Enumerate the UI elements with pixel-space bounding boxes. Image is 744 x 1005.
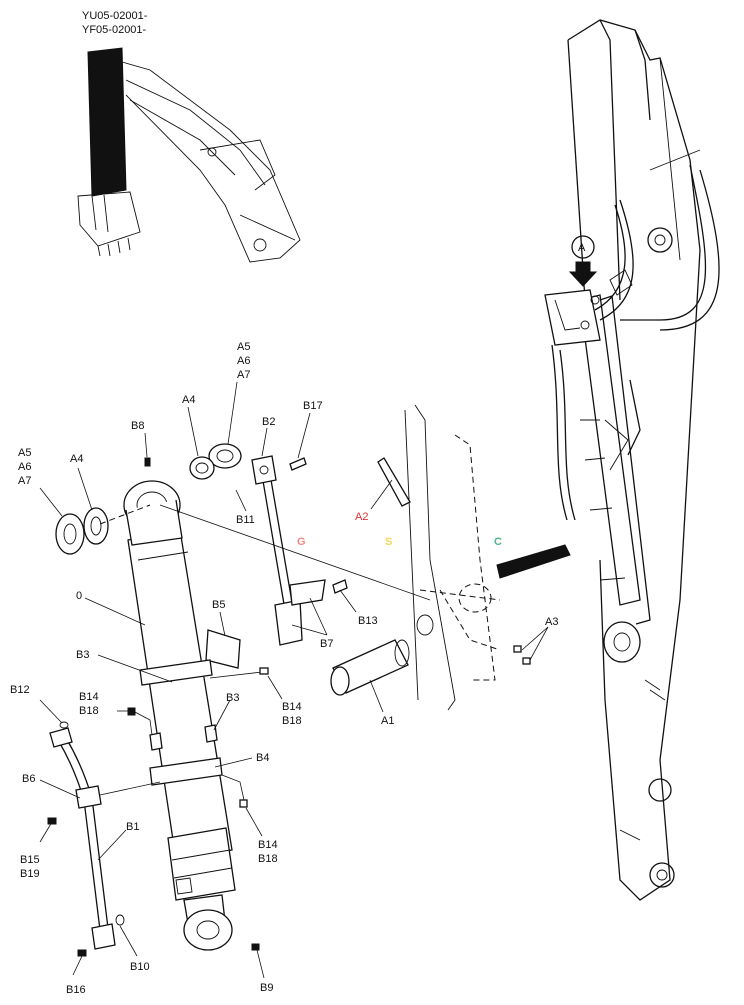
label-b14-a: B14 (79, 691, 99, 703)
hose-b2 (251, 455, 326, 646)
view-a-marker: A (568, 235, 598, 287)
excavator-thumbnail (77, 47, 301, 263)
bracket-b5 (205, 629, 241, 669)
label-b3-left: B3 (76, 649, 89, 661)
washers-left (55, 504, 151, 555)
hose-b1 (47, 721, 260, 957)
label-a2: A2 (355, 511, 368, 523)
label-b5: B5 (212, 599, 225, 611)
bolt-a3-2 (522, 657, 531, 665)
label-b11: B11 (236, 514, 255, 526)
bolt-b8 (144, 457, 151, 467)
label-b13: B13 (358, 615, 378, 627)
label-b4: B4 (256, 752, 269, 764)
bracket-dashed (404, 404, 501, 711)
label-b18-a: B18 (79, 705, 99, 717)
label-b12: B12 (10, 684, 30, 696)
label-b2: B2 (262, 416, 275, 428)
label-b18-c: B18 (258, 853, 278, 865)
label-b7: B7 (320, 638, 333, 650)
label-a7-top: A7 (237, 369, 250, 381)
label-a6-left: A6 (18, 461, 31, 473)
label-b1: B1 (126, 821, 139, 833)
label-a6-top: A6 (237, 355, 250, 367)
view-a-arrow-icon (568, 261, 598, 287)
label-a7-left: A7 (18, 475, 31, 487)
watermark-letter-2: G (297, 536, 306, 548)
label-b6: B6 (22, 773, 35, 785)
label-a3: A3 (545, 616, 558, 628)
arm-cylinder (123, 480, 236, 951)
label-0: 0 (76, 590, 82, 602)
label-a4-top: A4 (182, 394, 195, 406)
arm-outline (544, 19, 720, 901)
label-a1: A1 (381, 715, 394, 727)
label-b14-c: B14 (258, 839, 278, 851)
label-a5-top: A5 (237, 341, 250, 353)
label-b17: B17 (303, 400, 323, 412)
label-a4-left: A4 (70, 453, 83, 465)
clamps (127, 659, 269, 808)
bolt-b13 (332, 579, 348, 594)
watermark-letter-4: C (494, 536, 502, 548)
pin-b17 (289, 457, 307, 471)
label-b10: B10 (130, 961, 150, 973)
pin-a2 (377, 457, 411, 507)
leader-lines (39, 381, 549, 979)
watermark: C G S C (168, 536, 502, 548)
label-b3-right: B3 (226, 692, 239, 704)
serial-number-1: YU05-02001- (82, 10, 148, 22)
label-b8: B8 (131, 420, 144, 432)
watermark-letter-3: S (385, 536, 392, 548)
serial-number-2: YF05-02001- (82, 24, 147, 36)
label-b18-b: B18 (282, 715, 302, 727)
pointer-wedge (496, 544, 571, 579)
pin-a1 (330, 639, 410, 696)
label-b15: B15 (20, 854, 40, 866)
label-a5-left: A5 (18, 447, 31, 459)
label-b14-b: B14 (282, 701, 302, 713)
label-b16: B16 (66, 984, 86, 996)
highlighted-arm (87, 47, 127, 197)
view-a-label: A (578, 242, 586, 254)
washers-top (159, 443, 431, 601)
label-b19: B19 (20, 868, 40, 880)
bolt-a3-1 (513, 645, 522, 653)
label-b9: B9 (260, 982, 273, 994)
callout-labels: A5 A6 A7 A4 A5 A6 A7 A4 B8 B2 B17 B11 A2… (10, 341, 558, 996)
